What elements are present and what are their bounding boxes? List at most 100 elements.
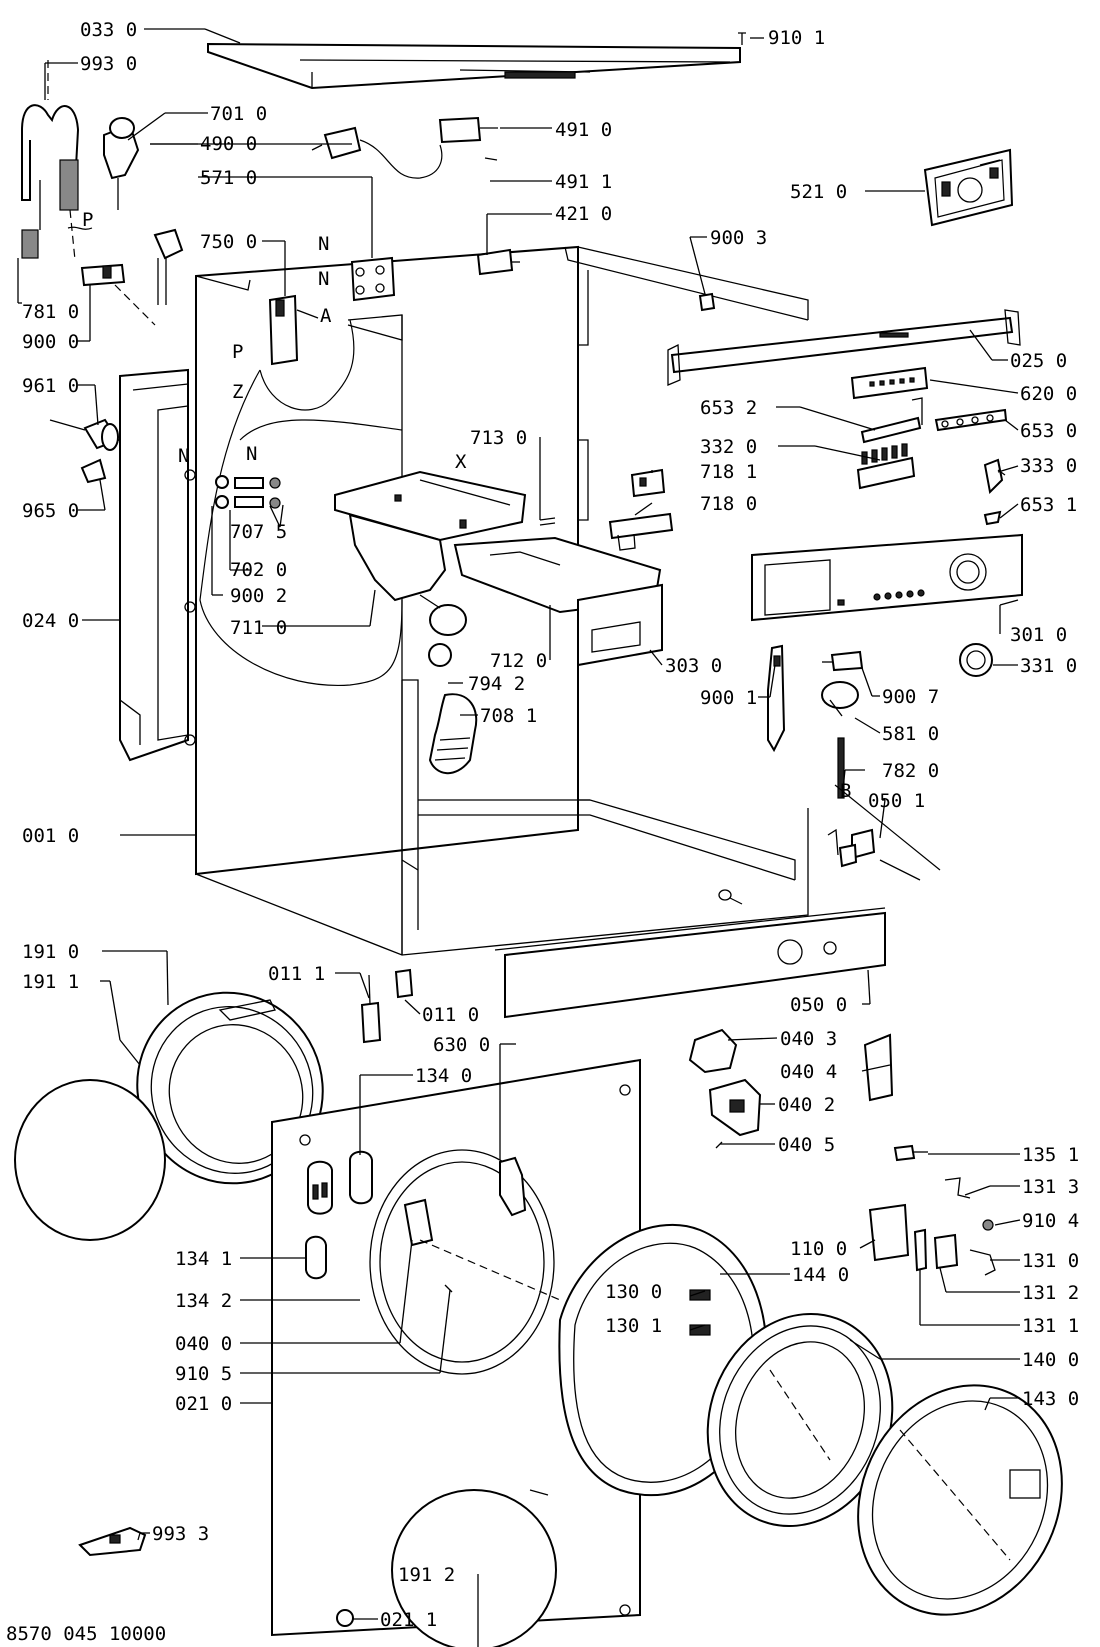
filter-knob-961-0 bbox=[49, 418, 120, 451]
label-040-3: 040 3 bbox=[780, 1028, 837, 1050]
clip-653-1 bbox=[983, 510, 1002, 526]
bracket-050-1 bbox=[827, 784, 941, 881]
foot-011-1 bbox=[360, 974, 382, 1044]
label-130-0: 130 0 bbox=[605, 1281, 662, 1303]
label-711-0: 711 0 bbox=[230, 617, 287, 639]
label-191-0: 191 0 bbox=[22, 941, 79, 963]
spring-333-0 bbox=[983, 458, 1006, 495]
drawer-front-303-0 bbox=[577, 583, 663, 667]
label-421-0: 421 0 bbox=[555, 203, 612, 225]
label-331-0: 331 0 bbox=[1020, 655, 1077, 677]
label-050-0: 050 0 bbox=[790, 994, 847, 1016]
inlet-hose-993-0 bbox=[21, 60, 93, 261]
heater-rod-782-0 bbox=[837, 737, 845, 799]
label-910-1: 910 1 bbox=[768, 27, 825, 49]
label-001-0: 001 0 bbox=[22, 825, 79, 847]
label-993-3: 993 3 bbox=[152, 1523, 209, 1545]
label-900-2: 900 2 bbox=[230, 585, 287, 607]
label-033-0: 033 0 bbox=[80, 19, 137, 41]
document-number: 8570 045 10000 bbox=[6, 1623, 166, 1645]
handle-parts-131 bbox=[913, 1177, 996, 1276]
screw-910-1 bbox=[738, 32, 746, 45]
label-131-0: 131 0 bbox=[1022, 1250, 1079, 1272]
knob-331-0 bbox=[959, 643, 993, 677]
foot-011-0 bbox=[394, 968, 414, 999]
leader-lines bbox=[17, 28, 1021, 1647]
screw-135-1 bbox=[893, 1144, 928, 1162]
label-707-5: 707 5 bbox=[230, 521, 287, 543]
label-491-0: 491 0 bbox=[555, 119, 612, 141]
marker-x: X bbox=[455, 451, 467, 473]
label-900-7: 900 7 bbox=[882, 686, 939, 708]
label-040-2: 040 2 bbox=[778, 1094, 835, 1116]
marker-n-tube-2: N bbox=[246, 443, 257, 465]
label-961-0: 961 0 bbox=[22, 375, 79, 397]
power-cord-490-0 bbox=[311, 126, 443, 179]
side-panel-024-0 bbox=[119, 368, 196, 762]
door-frame-140-0 bbox=[706, 1312, 894, 1528]
label-653-2: 653 2 bbox=[700, 397, 757, 419]
label-110-0: 110 0 bbox=[790, 1238, 847, 1260]
label-135-1: 135 1 bbox=[1022, 1144, 1079, 1166]
label-021-0: 021 0 bbox=[175, 1393, 232, 1415]
clamp-wire-191-1 bbox=[14, 1039, 166, 1241]
plate-040-3 bbox=[688, 1028, 738, 1074]
marker-n-valve-1: N bbox=[318, 233, 329, 255]
label-011-1: 011 1 bbox=[268, 963, 325, 985]
label-021-1: 021 1 bbox=[380, 1609, 437, 1631]
inlet-tubes-702-0 bbox=[215, 475, 281, 509]
marker-p: P bbox=[232, 341, 243, 363]
inlet-nozzle-701-0 bbox=[103, 117, 140, 210]
label-708-1: 708 1 bbox=[480, 705, 537, 727]
label-144-0: 144 0 bbox=[792, 1264, 849, 1286]
ring-794-2 bbox=[428, 643, 452, 667]
label-332-0: 332 0 bbox=[700, 436, 757, 458]
led-board-620-0 bbox=[850, 366, 929, 400]
label-040-0: 040 0 bbox=[175, 1333, 232, 1355]
label-712-0: 712 0 bbox=[490, 650, 547, 672]
suppressor-filter-491-0 bbox=[438, 116, 498, 161]
marker-z: Z bbox=[232, 381, 243, 403]
tube-713-0 bbox=[539, 517, 556, 526]
label-900-3: 900 3 bbox=[710, 227, 767, 249]
label-718-0: 718 0 bbox=[700, 493, 757, 515]
control-panel-301-0 bbox=[751, 533, 1023, 622]
label-011-0: 011 0 bbox=[422, 1004, 479, 1026]
marker-a: A bbox=[320, 305, 332, 327]
label-620-0: 620 0 bbox=[1020, 383, 1077, 405]
inlet-elbow bbox=[153, 228, 184, 305]
label-581-0: 581 0 bbox=[882, 723, 939, 745]
label-131-2: 131 2 bbox=[1022, 1282, 1079, 1304]
siphon-cap-718-1 bbox=[630, 468, 666, 498]
sump-hose-708-1 bbox=[428, 693, 478, 775]
label-653-1: 653 1 bbox=[1020, 494, 1077, 516]
label-993-0: 993 0 bbox=[80, 53, 137, 75]
marker-n-tube-1: N bbox=[178, 445, 189, 467]
label-040-5: 040 5 bbox=[778, 1134, 835, 1156]
solenoid-valve-571-0 bbox=[350, 256, 396, 302]
hose-clamp-781-0 bbox=[80, 263, 156, 326]
interference-filter-421-0 bbox=[476, 248, 520, 276]
push-buttons-332-0 bbox=[856, 443, 916, 490]
label-191-1: 191 1 bbox=[22, 971, 79, 993]
label-630-0: 630 0 bbox=[433, 1034, 490, 1056]
part-number-labels: 033 0 910 1 993 0 701 0 490 0 491 0 571 … bbox=[6, 19, 1079, 1645]
label-134-1: 134 1 bbox=[175, 1248, 232, 1270]
button-strip-653-0 bbox=[934, 408, 1008, 432]
label-140-0: 140 0 bbox=[1022, 1349, 1079, 1371]
label-571-0: 571 0 bbox=[200, 167, 257, 189]
label-024-0: 024 0 bbox=[22, 610, 79, 632]
label-701-0: 701 0 bbox=[210, 103, 267, 125]
label-134-2: 134 2 bbox=[175, 1290, 232, 1312]
plinth-050-0 bbox=[494, 907, 886, 1019]
label-702-0: 702 0 bbox=[230, 559, 287, 581]
door-glass-143-0 bbox=[857, 1384, 1063, 1616]
label-653-0: 653 0 bbox=[1020, 420, 1077, 442]
label-713-0: 713 0 bbox=[470, 427, 527, 449]
thermostat-581-0 bbox=[821, 681, 859, 717]
label-191-2: 191 2 bbox=[398, 1564, 455, 1586]
siphon-718-0 bbox=[608, 512, 674, 551]
label-782-0: 782 0 bbox=[882, 760, 939, 782]
gasket-965-0 bbox=[80, 458, 107, 484]
label-750-0: 750 0 bbox=[200, 231, 257, 253]
